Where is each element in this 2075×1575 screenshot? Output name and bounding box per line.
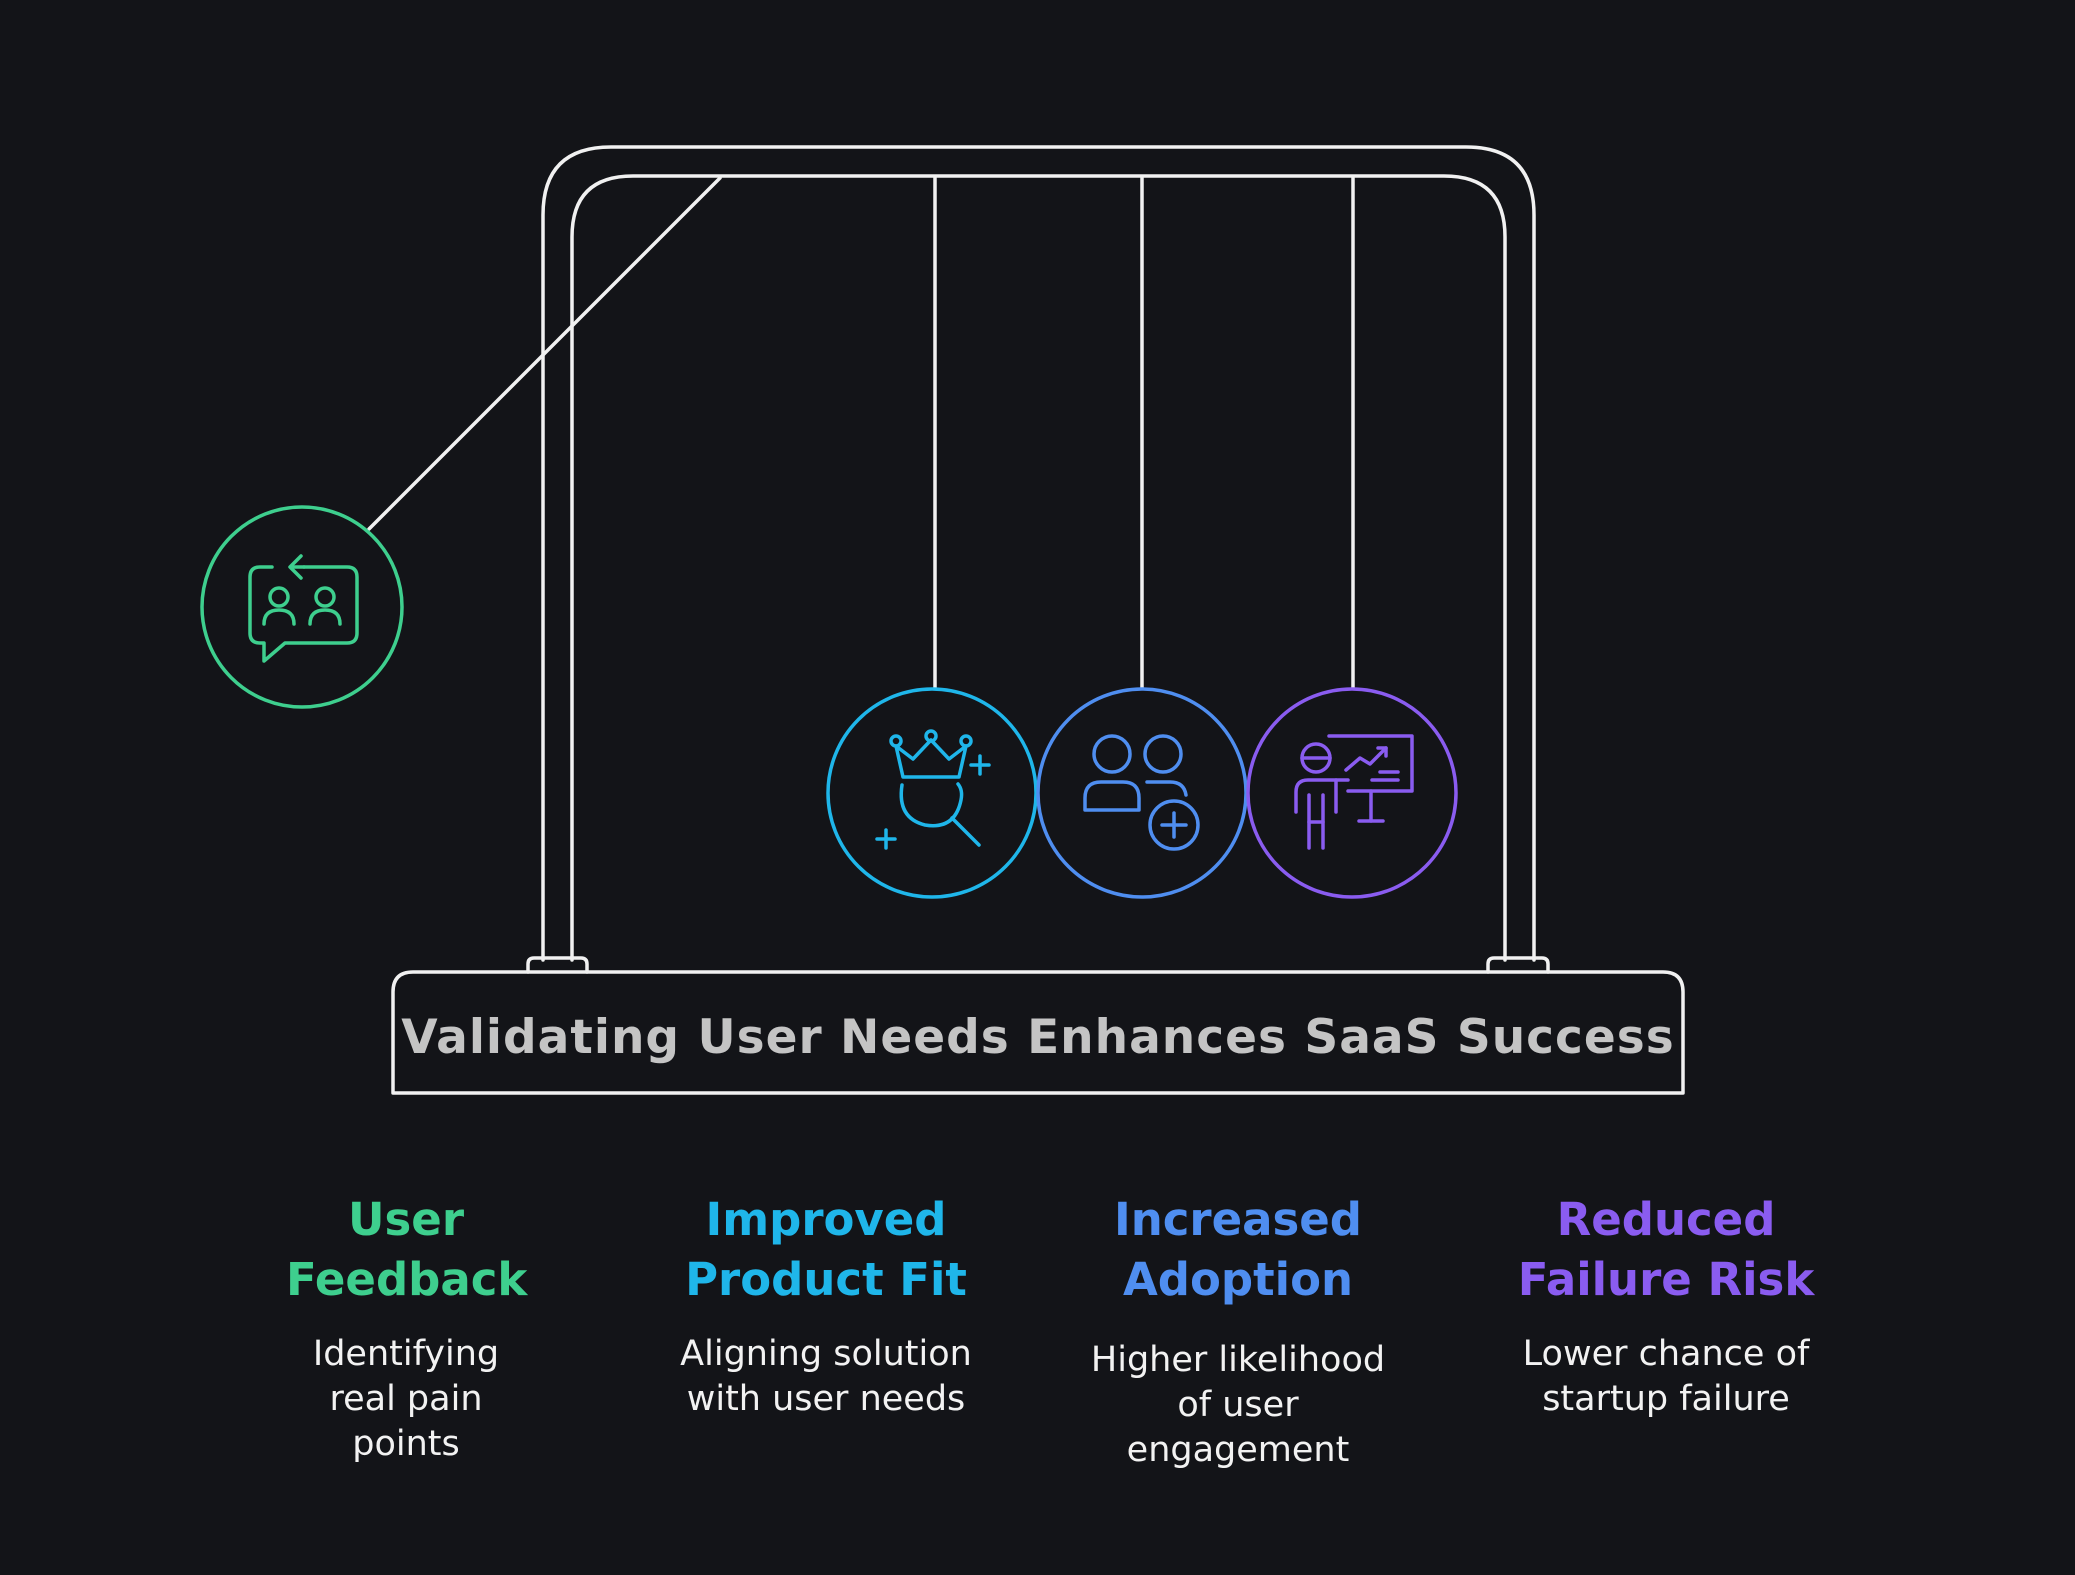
diagram-title: Validating User Needs Enhances SaaS Succ… <box>401 1010 1674 1065</box>
cradle-foot-left <box>526 956 589 974</box>
cradle-frame-inner <box>570 174 1507 962</box>
item-user-feedback: User Feedback Identifying real pain poin… <box>226 1190 586 1467</box>
crown-magnifier-icon <box>875 729 991 850</box>
cradle-foot-right <box>1486 956 1550 974</box>
ball-circle <box>826 687 1038 899</box>
item-description: Higher likelihood of user engagement <box>1090 1340 1386 1470</box>
ball-circle <box>1036 687 1248 899</box>
users-add-icon <box>1083 734 1200 851</box>
presenter-chart-icon <box>1294 734 1414 850</box>
item-reduced-failure-risk: Reduced Failure Risk Lower chance of sta… <box>1486 1190 1846 1422</box>
ball-user-feedback <box>200 505 404 709</box>
cradle-frame-outer <box>541 145 1536 962</box>
ball-circle <box>200 505 404 709</box>
ball-reduced-failure-risk <box>1246 687 1458 899</box>
cradle-base <box>391 970 1685 1095</box>
item-title: Improved Product Fit <box>685 1193 967 1306</box>
user-feedback-chat-icon <box>248 554 359 663</box>
item-improved-product-fit: Improved Product Fit Aligning solution w… <box>646 1190 1006 1422</box>
item-title: Reduced Failure Risk <box>1517 1193 1815 1306</box>
string-feedback <box>367 176 722 531</box>
item-title: User Feedback <box>286 1193 528 1306</box>
item-description: Lower chance of startup failure <box>1522 1334 1810 1419</box>
item-description: Aligning solution with user needs <box>680 1334 972 1419</box>
item-description: Identifying real pain points <box>312 1334 500 1464</box>
ball-increased-adoption <box>1036 687 1248 899</box>
ball-circle <box>1246 687 1458 899</box>
item-increased-adoption: Increased Adoption Higher likelihood of … <box>1058 1190 1418 1473</box>
ball-improved-product-fit <box>826 687 1038 899</box>
item-title: Increased Adoption <box>1113 1193 1363 1306</box>
